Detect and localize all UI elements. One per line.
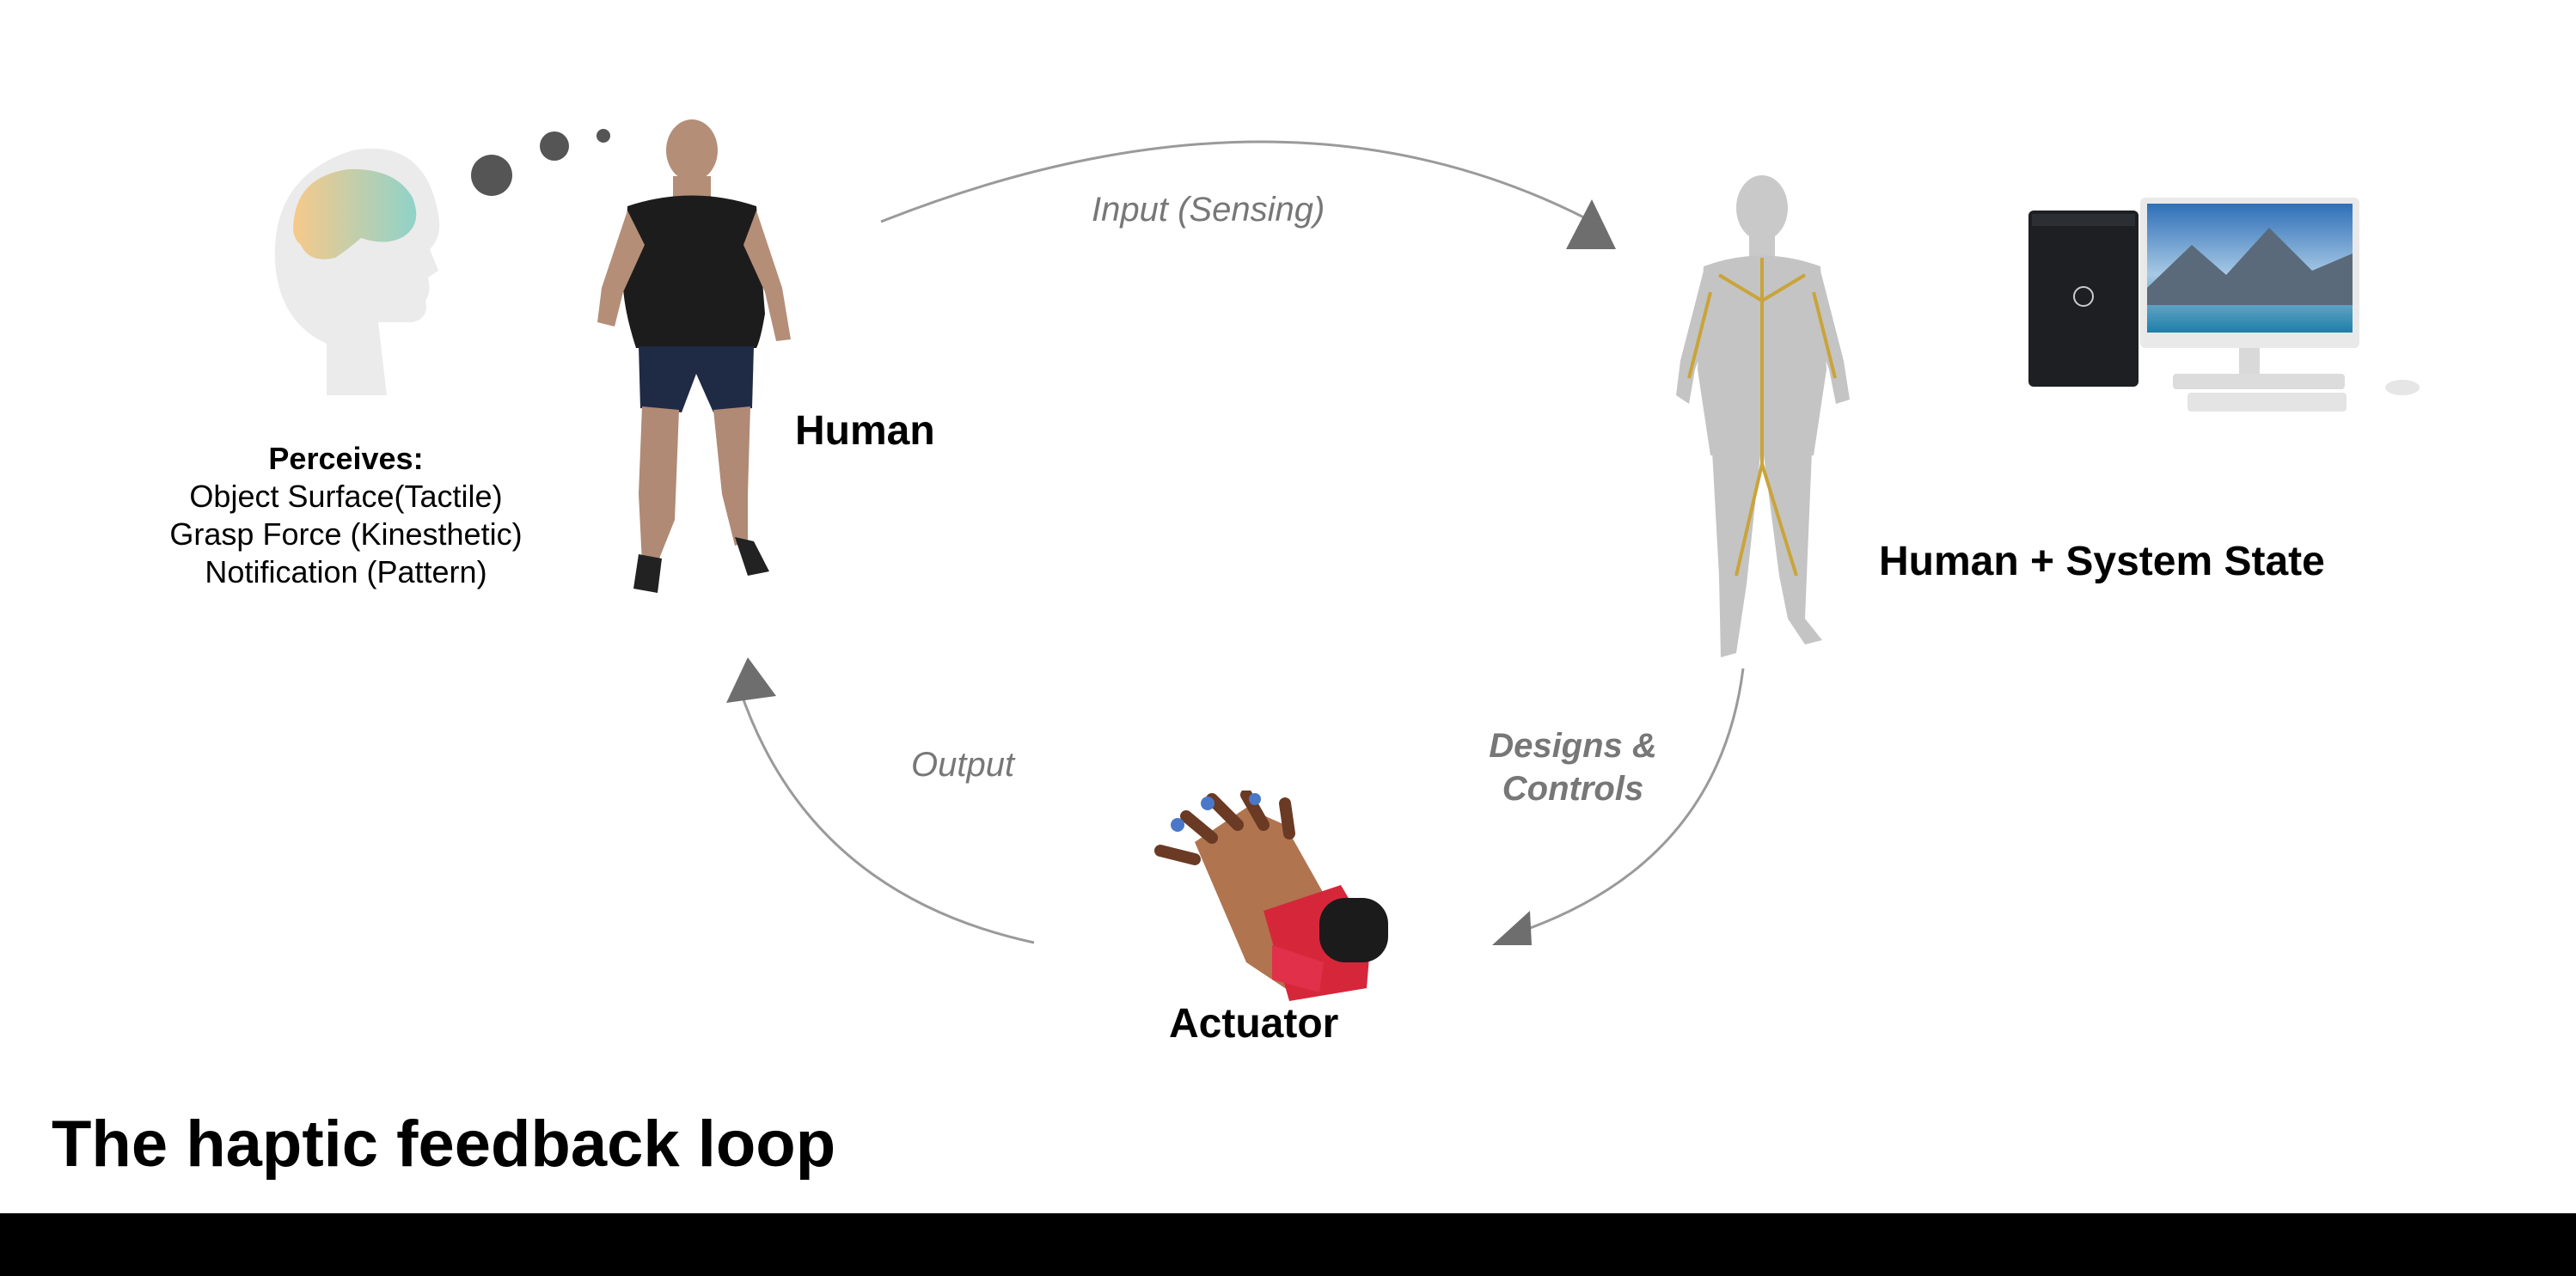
- mesh-body-icon: [1676, 175, 1850, 657]
- designs-controls-label: Designs & Controls: [1461, 724, 1685, 810]
- output-arc: [737, 687, 1035, 944]
- page-title: The haptic feedback loop: [52, 1108, 836, 1181]
- perceives-item-tactile: Object Surface(Tactile): [189, 479, 503, 514]
- perceives-list: Perceives: Object Surface(Tactile) Grasp…: [129, 440, 563, 591]
- designs-line: Designs &: [1489, 727, 1657, 765]
- controls-line: Controls: [1502, 770, 1644, 808]
- human-label: Human: [795, 408, 935, 454]
- output-label: Output: [911, 746, 1015, 784]
- system-state-label: Human + System State: [1879, 539, 2325, 584]
- actuator-label: Actuator: [1169, 1001, 1339, 1047]
- desktop-computer-icon: [2028, 198, 2420, 412]
- input-arrowhead: [1566, 199, 1616, 249]
- designs-arrowhead: [1492, 911, 1532, 945]
- haptic-glove-icon: [1154, 791, 1388, 1001]
- perceives-item-pattern: Notification (Pattern): [205, 554, 487, 589]
- head-brain-icon: [274, 148, 440, 395]
- perceives-heading: Perceives:: [268, 441, 424, 476]
- input-sensing-label: Input (Sensing): [1092, 191, 1325, 229]
- bottom-bar: [0, 1213, 2576, 1276]
- perceives-item-kinesthetic: Grasp Force (Kinesthetic): [169, 516, 523, 552]
- thought-bubbles-icon: [471, 129, 610, 196]
- human-figure-icon: [597, 119, 791, 593]
- input-arc: [880, 140, 1600, 227]
- output-arrowhead: [726, 657, 776, 703]
- designs-arc: [1525, 668, 1745, 931]
